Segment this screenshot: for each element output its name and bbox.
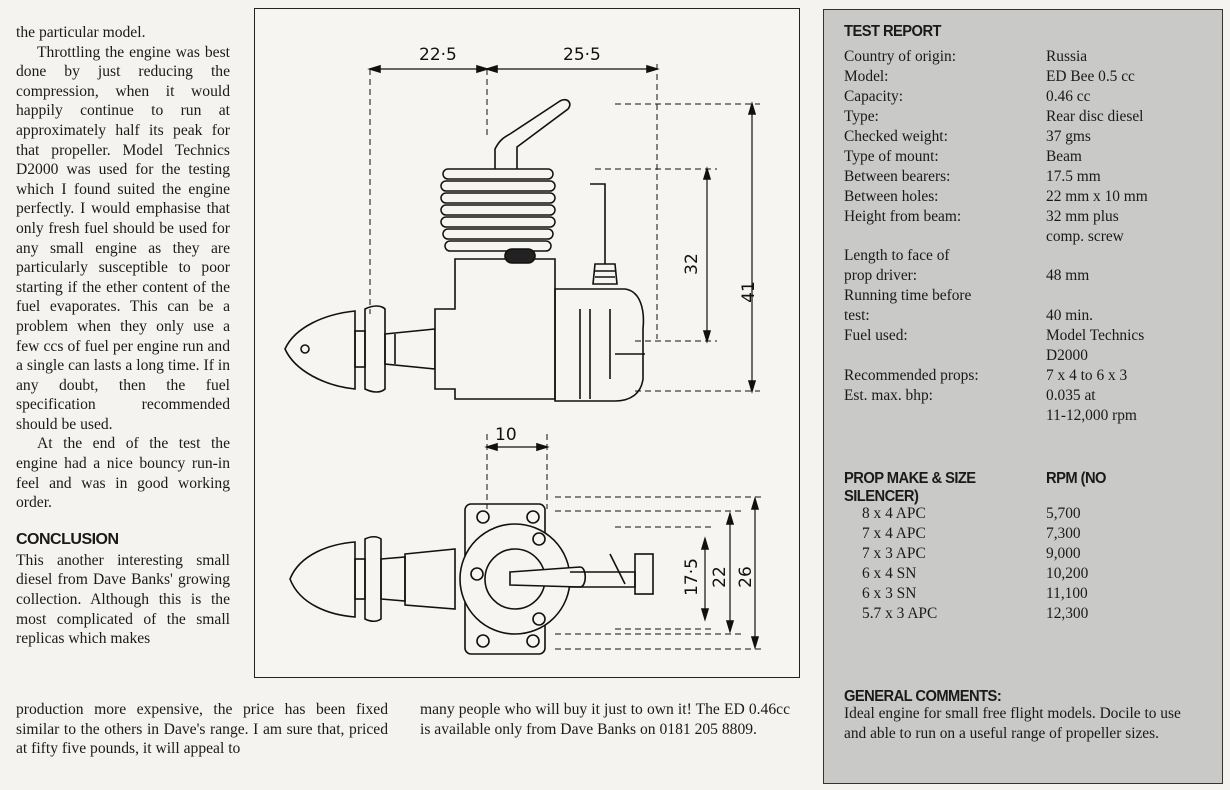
- report-row-label: Country of origin:: [844, 48, 957, 65]
- article-left-column: the particular model. Throttling the eng…: [16, 23, 230, 649]
- prop-rpm: 5,700: [1046, 505, 1081, 522]
- report-row-value: Model Technics: [1046, 327, 1145, 344]
- report-row-value: 17.5 mm: [1046, 168, 1101, 185]
- report-row-label: Between holes:: [844, 188, 939, 205]
- paragraph-2: Throttling the engine was best done by j…: [16, 43, 230, 433]
- report-row-value: 40 min.: [1046, 307, 1094, 324]
- paragraph-1: the particular model.: [16, 24, 146, 41]
- report-row-value: 0.46 cc: [1046, 88, 1091, 105]
- dimension-label-17-5: 17·5: [681, 558, 702, 596]
- report-row-value: 37 gms: [1046, 128, 1091, 145]
- report-row-label: Fuel used:: [844, 327, 908, 344]
- prop-size: 8 x 4 APC: [862, 505, 926, 522]
- article-bottom-column-b: many people who will buy it just to own …: [420, 701, 790, 738]
- prop-rpm: 10,200: [1046, 565, 1089, 582]
- report-row-value: 0.035 at: [1046, 387, 1096, 404]
- report-row-value: 22 mm x 10 mm: [1046, 188, 1148, 205]
- report-row-value: Russia: [1046, 48, 1088, 65]
- report-row-label: test:: [844, 307, 870, 324]
- dimension-label-25-5: 25·5: [563, 45, 601, 65]
- test-report-title: TEST REPORT: [844, 23, 942, 40]
- prop-rpm: 12,300: [1046, 605, 1089, 622]
- dimension-label-41: 41: [738, 281, 759, 303]
- report-row-label: Between bearers:: [844, 168, 951, 185]
- report-row-label: Running time before: [844, 287, 972, 304]
- prop-size: 7 x 4 APC: [862, 525, 926, 542]
- conclusion-heading: CONCLUSION: [16, 530, 119, 548]
- article-bottom-column-a: production more expensive, the price has…: [16, 701, 388, 758]
- prop-rpm: 9,000: [1046, 545, 1081, 562]
- props-header-left: PROP MAKE & SIZE SILENCER): [844, 470, 976, 505]
- general-comments-title: GENERAL COMMENTS:: [844, 688, 1002, 705]
- report-row-label: Recommended props:: [844, 367, 979, 384]
- dimension-label-22-5: 22·5: [419, 45, 457, 65]
- report-row-value: Beam: [1046, 148, 1082, 165]
- conclusion-paragraph: This another interesting small diesel fr…: [16, 551, 230, 648]
- prop-size: 5.7 x 3 APC: [862, 605, 938, 622]
- paragraph-3: At the end of the test the engine had a …: [16, 435, 230, 512]
- prop-rpm: 7,300: [1046, 525, 1081, 542]
- prop-size: 6 x 3 SN: [862, 585, 917, 602]
- report-row-label: prop driver:: [844, 267, 918, 284]
- report-row-value: comp. screw: [1046, 228, 1124, 245]
- prop-size: 6 x 4 SN: [862, 565, 917, 582]
- report-row-value: 32 mm plus: [1046, 208, 1119, 225]
- report-row-value: D2000: [1046, 347, 1088, 364]
- dimension-label-10: 10: [495, 425, 517, 445]
- report-row-label: Height from beam:: [844, 208, 962, 225]
- report-row-value: Rear disc diesel: [1046, 108, 1144, 125]
- dimension-label-22: 22: [709, 566, 730, 588]
- report-row-label: Model:: [844, 68, 889, 85]
- report-row-label: Capacity:: [844, 88, 903, 105]
- report-row-label: Est. max. bhp:: [844, 387, 933, 404]
- props-header-right: RPM (NO: [1046, 470, 1106, 487]
- report-row-label: Length to face of: [844, 247, 950, 264]
- report-row-value: 7 x 4 to 6 x 3: [1046, 367, 1128, 384]
- report-row-value: ED Bee 0.5 cc: [1046, 68, 1135, 85]
- dimension-label-32: 32: [681, 253, 702, 275]
- report-row-value: 48 mm: [1046, 267, 1090, 284]
- report-row-label: Checked weight:: [844, 128, 948, 145]
- report-row-label: Type:: [844, 108, 879, 125]
- prop-rpm: 11,100: [1046, 585, 1088, 602]
- report-row-value: 11-12,000 rpm: [1046, 407, 1137, 424]
- dimension-label-26: 26: [735, 566, 756, 588]
- prop-size: 7 x 3 APC: [862, 545, 926, 562]
- engine-technical-drawing: 22·5 25·5 32 41 10 17·5 22 26: [254, 8, 800, 678]
- general-comments-text: Ideal engine for small free flight model…: [844, 705, 1181, 742]
- report-row-label: Type of mount:: [844, 148, 939, 165]
